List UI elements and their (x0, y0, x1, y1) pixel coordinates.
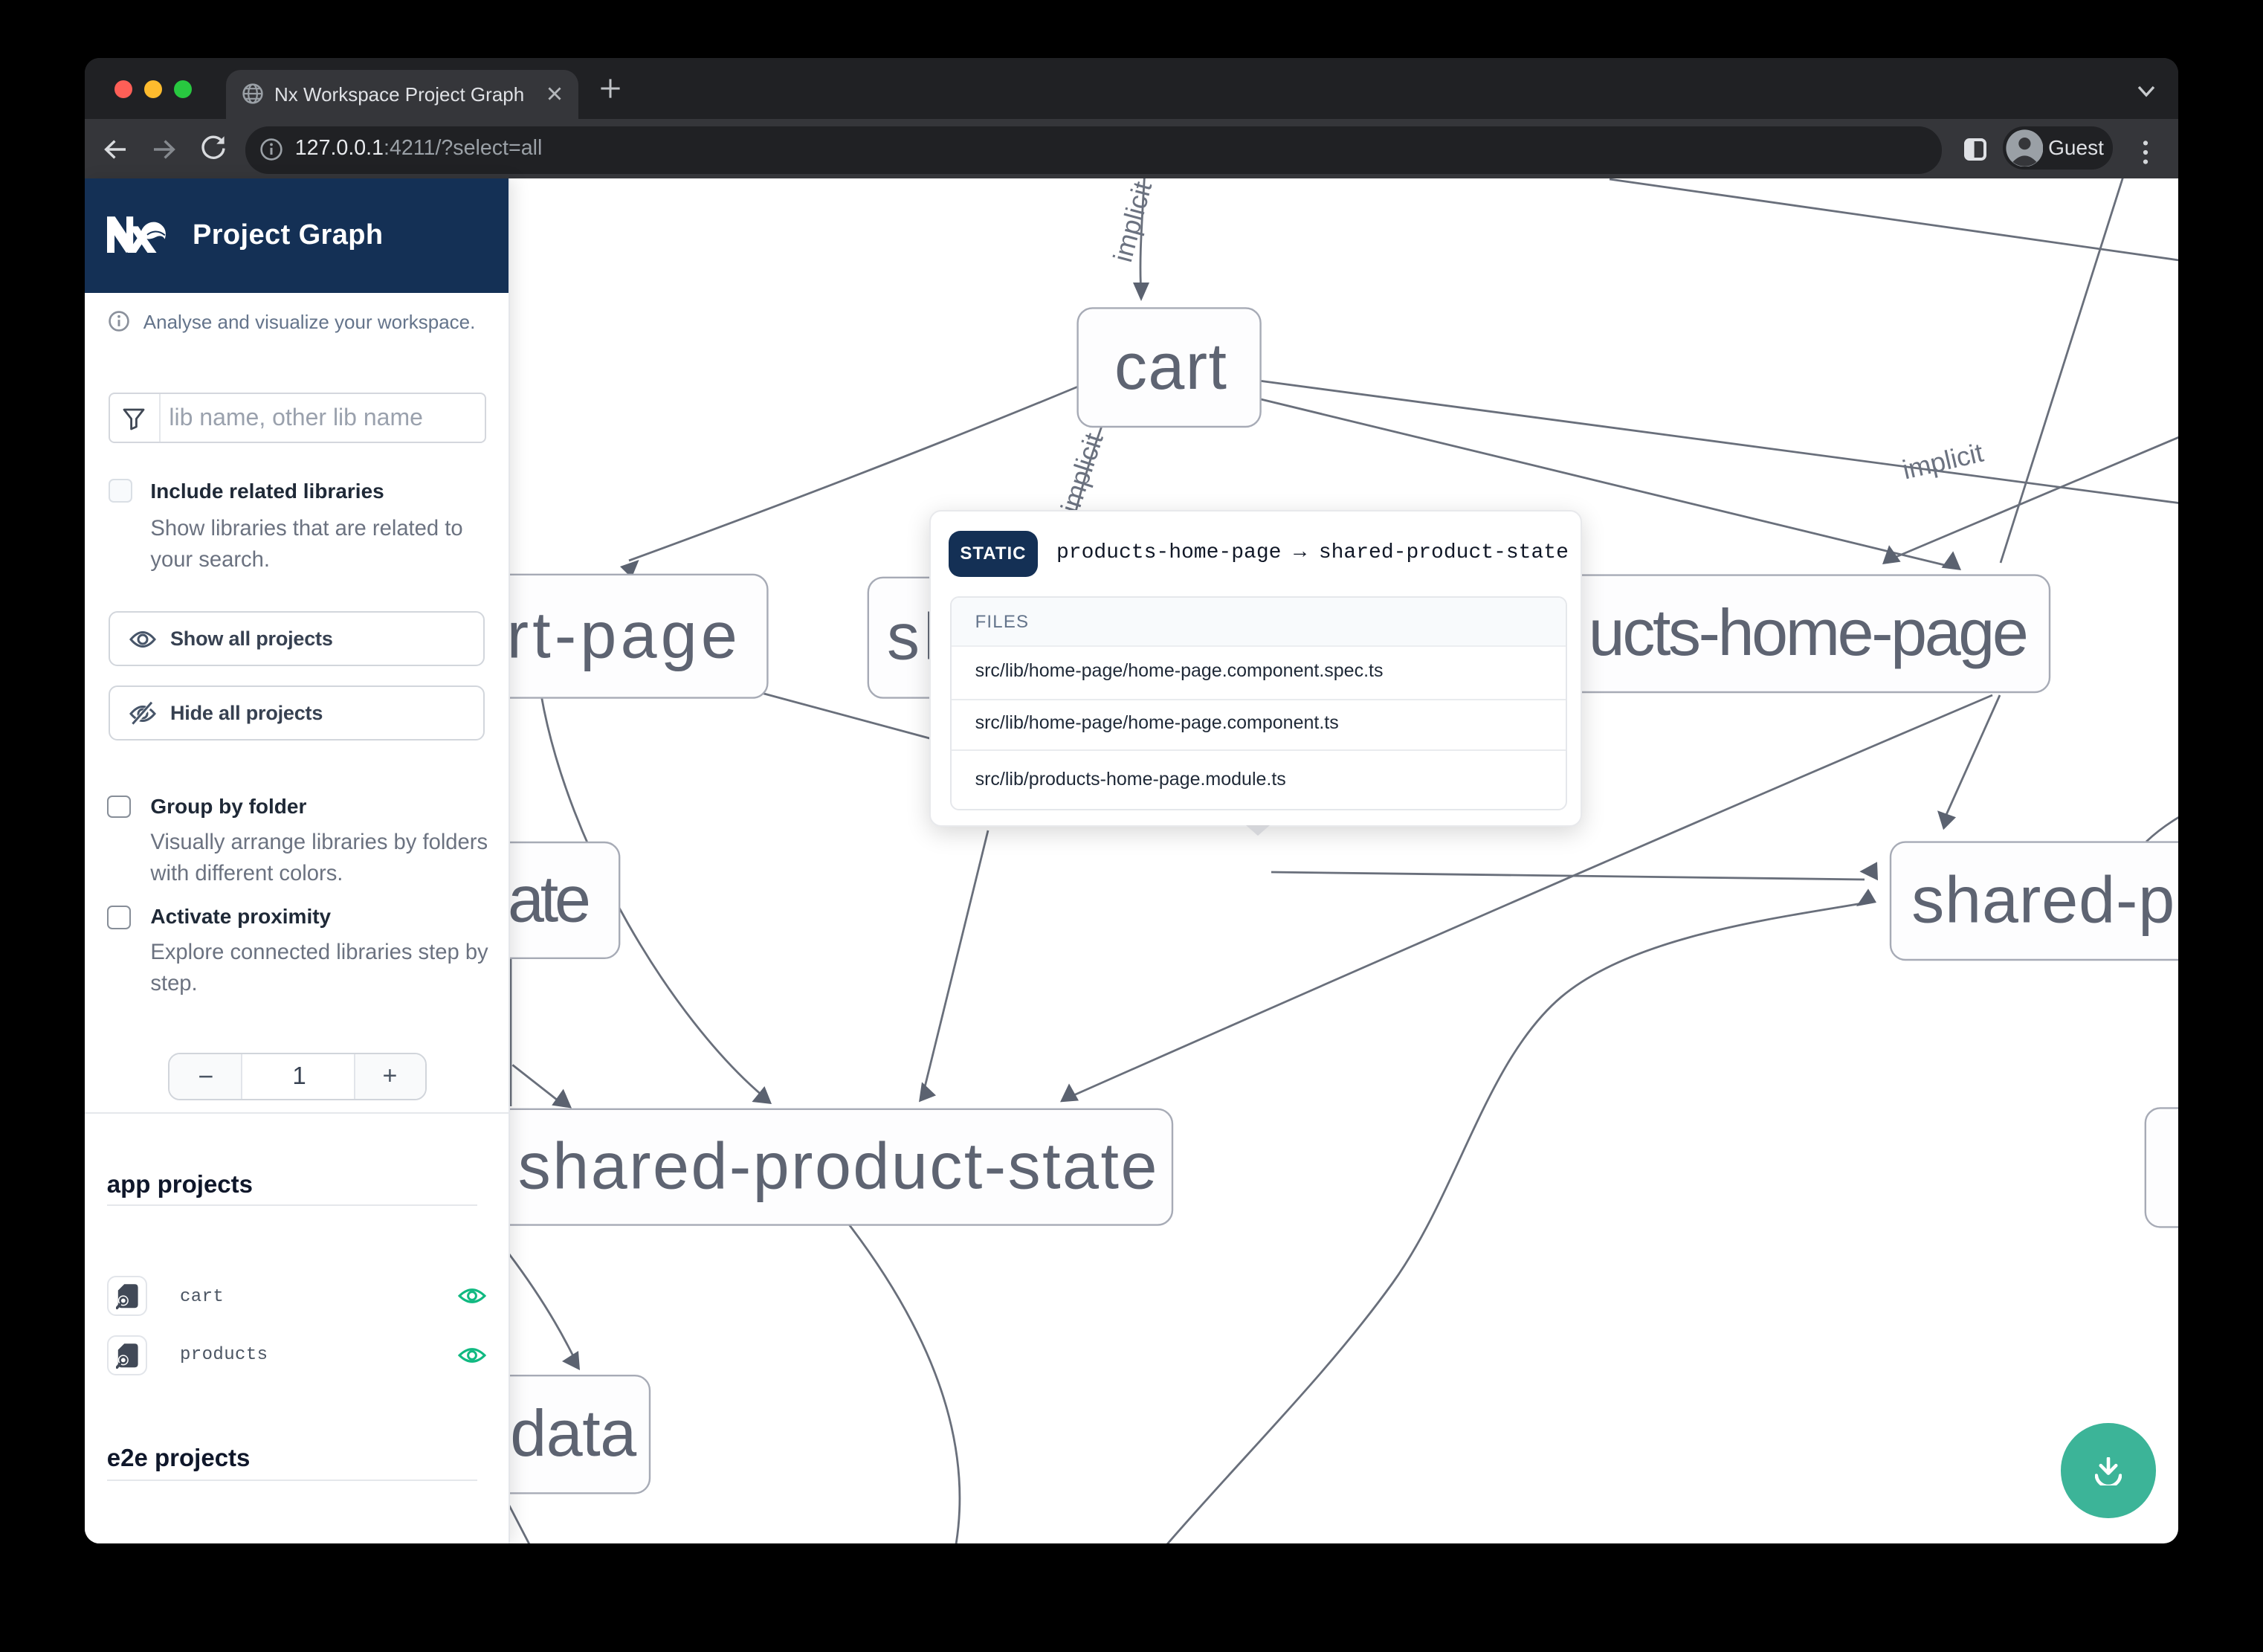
svg-text:data: data (510, 1396, 636, 1469)
svg-text:ucts-home-page: ucts-home-page (1589, 595, 2029, 668)
svg-text:implicit: implicit (1899, 436, 1986, 485)
svg-text:cart: cart (1114, 329, 1227, 402)
svg-text:implicit: implicit (1055, 428, 1109, 515)
svg-text:implicit: implicit (1107, 178, 1158, 265)
svg-text:shared-product-state: shared-product-state (518, 1128, 1158, 1201)
svg-text:shared-p: shared-p (1911, 862, 2175, 935)
svg-text:ate: ate (508, 862, 591, 935)
svg-text:rt-page: rt-page (507, 597, 737, 671)
